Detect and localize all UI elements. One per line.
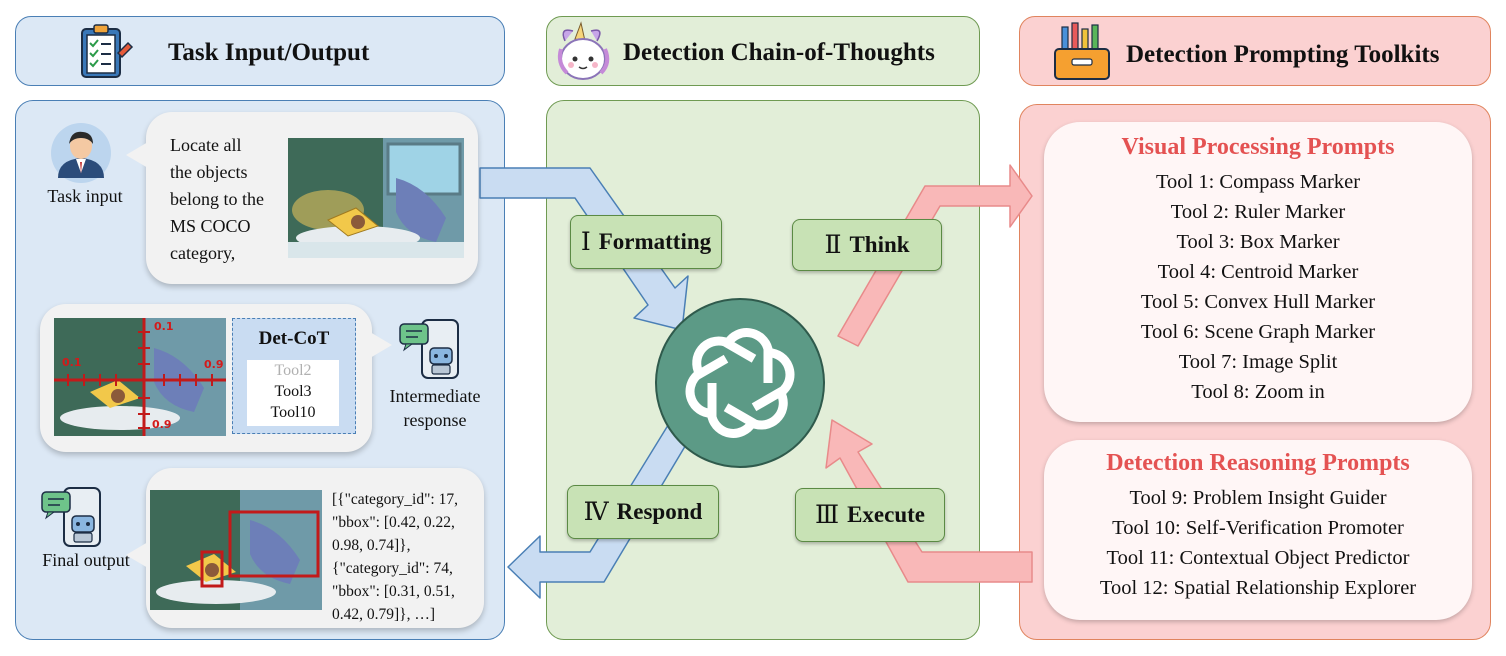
- task-input-line: MS COCO: [170, 216, 251, 236]
- tool-item: Tool 12: Spatial Relationship Explorer: [1099, 577, 1417, 599]
- robot-phone-icon: [399, 319, 459, 379]
- intermediate-label-line: Intermediate: [389, 386, 481, 406]
- tool-item: Tool 2: Ruler Marker: [1170, 201, 1346, 223]
- reasoning-prompts-title: Detection Reasoning Prompts: [1106, 450, 1410, 476]
- chain-header: Detection Chain-of-Thoughts: [546, 16, 980, 86]
- unicorn-icon: [557, 21, 610, 80]
- tool-item: Tool 7: Image Split: [1178, 351, 1338, 373]
- tool-item: Tool 11: Contextual Object Predictor: [1106, 547, 1410, 569]
- intermediate-label: Intermediate response: [372, 384, 498, 432]
- task-input-label: Task input: [47, 186, 123, 206]
- task-io-title: Task Input/Output: [168, 39, 370, 66]
- task-input-text: Locate all the objects belong to the MS …: [170, 132, 290, 267]
- final-output-json: [{"category_id": 17, "bbox": [0.42, 0.22…: [332, 488, 482, 626]
- task-input-bubble-tail: [126, 142, 148, 168]
- think-arrow: [837, 164, 1033, 347]
- cartoon-scene-image: [288, 138, 464, 258]
- intermediate-label-line: response: [403, 410, 467, 430]
- json-line: 0.98, 0.74]},: [332, 537, 411, 554]
- json-line: [{"category_id": 17,: [332, 491, 458, 508]
- reasoning-prompts-card: Detection Reasoning Prompts Tool 9: Prob…: [1044, 440, 1472, 620]
- task-input-line: the objects: [170, 162, 248, 182]
- visual-prompts-card: Visual Processing Prompts Tool 1: Compas…: [1044, 122, 1472, 422]
- visual-prompts-title: Visual Processing Prompts: [1121, 134, 1395, 160]
- tool-item: Tool 4: Centroid Marker: [1157, 261, 1359, 283]
- step-formatting-num: Ⅰ: [580, 229, 591, 256]
- detcot-tool-item: Tool3: [274, 383, 312, 400]
- step-respond-num: Ⅳ: [583, 499, 609, 526]
- task-io-header: Task Input/Output: [15, 16, 505, 86]
- json-line: 0.42, 0.79]}, …]: [332, 606, 436, 623]
- step-think-label: Think: [849, 232, 910, 257]
- chain-title: Detection Chain-of-Thoughts: [623, 39, 935, 66]
- step-respond-label: Respond: [616, 499, 703, 524]
- ruler-tick-label: 0.1: [154, 320, 174, 333]
- checklist-icon: [81, 24, 134, 78]
- llm-logo: [655, 298, 825, 468]
- detcot-title: Det-CoT: [258, 328, 330, 349]
- bbox-cat: [228, 510, 320, 578]
- robot-phone-icon: [41, 487, 101, 547]
- tool-item: Tool 1: Compass Marker: [1155, 171, 1361, 193]
- ruler-tick-label: 0.1: [62, 356, 82, 369]
- boxed-result-image: [150, 490, 322, 610]
- step-think[interactable]: Ⅱ Think: [792, 219, 942, 271]
- step-formatting-label: Formatting: [598, 229, 712, 254]
- step-respond[interactable]: Ⅳ Respond: [567, 485, 719, 539]
- step-formatting[interactable]: Ⅰ Formatting: [570, 215, 722, 269]
- tool-item: Tool 10: Self-Verification Promoter: [1112, 517, 1404, 539]
- final-output-label: Final output: [42, 550, 130, 570]
- ruler-tick-label: 0.9: [152, 418, 172, 431]
- task-input-line: category,: [170, 243, 236, 263]
- step-execute[interactable]: Ⅲ Execute: [795, 488, 945, 542]
- tool-item: Tool 3: Box Marker: [1176, 231, 1340, 253]
- step-execute-num: Ⅲ: [814, 502, 840, 529]
- ruler-marked-image: [54, 318, 226, 436]
- bbox-mouse: [200, 550, 224, 588]
- task-input-line: belong to the: [170, 189, 264, 209]
- task-input-line: Locate all: [170, 135, 242, 155]
- json-line: "bbox": [0.42, 0.22,: [332, 514, 455, 531]
- intermediate-bubble-tail: [370, 332, 392, 358]
- json-line: {"category_id": 74,: [332, 560, 453, 577]
- toolkits-title: Detection Prompting Toolkits: [1126, 41, 1440, 68]
- tool-item: Tool 8: Zoom in: [1191, 381, 1325, 403]
- final-output-bubble-tail: [126, 542, 148, 568]
- toolbox-icon: [1054, 22, 1110, 80]
- tool-item: Tool 6: Scene Graph Marker: [1140, 321, 1376, 343]
- step-execute-label: Execute: [847, 502, 926, 527]
- tool-item: Tool 9: Problem Insight Guider: [1129, 487, 1387, 509]
- json-line: "bbox": [0.31, 0.51,: [332, 583, 455, 600]
- detcot-tools-box: [247, 360, 339, 426]
- toolkits-header: Detection Prompting Toolkits: [1019, 16, 1491, 86]
- ruler-tick-label: 0.9: [204, 358, 224, 371]
- detcot-tool-item: Tool2: [274, 362, 312, 379]
- tool-item: Tool 5: Convex Hull Marker: [1140, 291, 1376, 313]
- step-think-num: Ⅱ: [824, 232, 842, 259]
- user-avatar-icon: [51, 123, 111, 183]
- detcot-tool-item: Tool10: [270, 404, 316, 421]
